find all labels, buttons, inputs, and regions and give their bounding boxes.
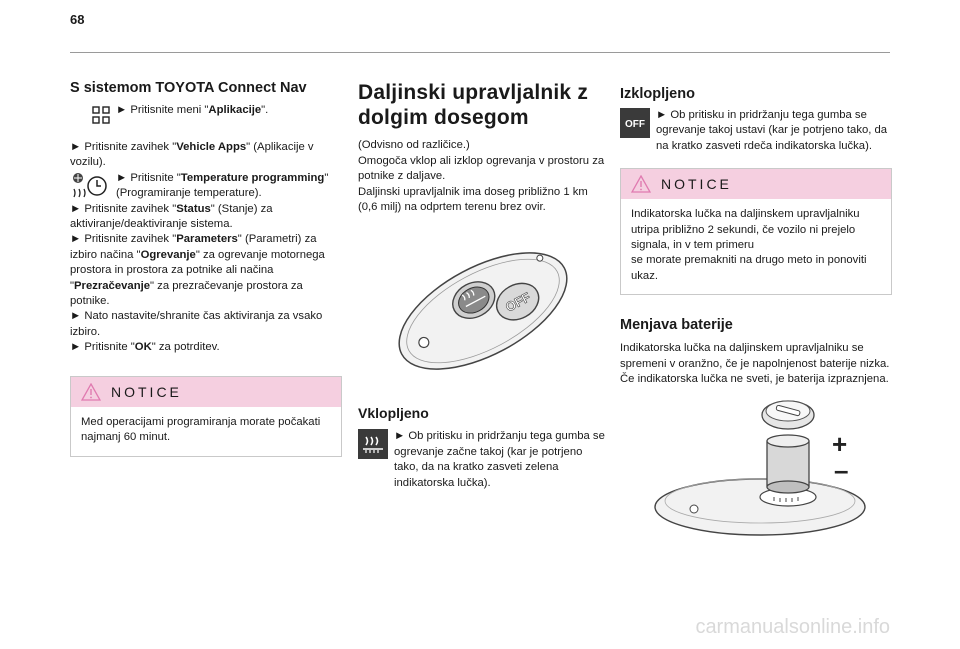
text-c: " (Aplikacije v vozilu). [70,141,314,169]
paragraph-range: Daljinski upravljalnik ima doseg približ… [358,185,588,213]
step-end: ". [261,104,269,116]
column-right: Izklopljeno OFF ► Ob pritisku in pridrža… [620,80,892,537]
step-vehicle-apps: ► Pritisnite zavihek "Vehicle Apps" (Apl… [70,140,342,171]
text-d: Ogrevanje [140,248,196,261]
text-c: " (Stanje) za aktiviranje/deaktiviranje … [70,202,273,231]
step-apps: ► Pritisnite meni "Aplikacije". [92,104,342,124]
text-f: Prezračevanje [74,279,151,292]
text-a: ► Pritisnite " [70,341,135,354]
notice-box-right: NOTICE Indikatorska lučka na daljinskem … [620,168,892,296]
step-arrow: ► [116,104,131,116]
on-description: ► Ob pritisku in pridržanju tega gumba s… [358,429,608,491]
section-heading-battery: Menjava baterije [620,317,733,334]
step-ok: ► Pritisnite "OK" za potrditev. [70,340,342,355]
section-heading-on: Vklopljeno [358,405,429,422]
battery-text-1: Indikatorska lučka na daljinskem upravlj… [620,342,890,370]
section-heading-remote: Daljinski upravljalnik z dolgim dosegom [358,81,589,130]
heating-on-icon [358,429,388,460]
on-text: ► Ob pritisku in pridržanju tega gumba s… [394,430,605,489]
text-a: ► Pritisnite zavihek " [70,141,177,153]
notice-title: NOTICE [111,383,182,400]
paragraph-purpose: Omogoča vklop ali izklop ogrevanja v pro… [358,154,605,183]
page-number: 68 [70,12,85,27]
section-heading-toyota-connect: S sistemom TOYOTA Connect Nav [70,80,307,96]
column-middle: Daljinski upravljalnik z dolgim dosegom … [358,80,608,491]
apps-grid-icon [92,106,110,124]
remote-control-illustration: OFF [398,252,568,371]
plus-sign: + [832,429,847,459]
text-a: ► Pritisnite " [116,171,181,184]
step-status: ► Pritisnite zavihek "Status" (Stanje) z… [70,202,342,233]
warning-triangle-icon [631,175,651,193]
battery-replacement-illustration: + – [654,400,866,537]
text-c: " (Programiranje temperature). [116,171,329,200]
step-text: Pritisnite meni " [130,104,209,116]
notice-box: NOTICE Med operacijami programiranja mor… [70,375,342,457]
notice-text-2: se morate premakniti na drugo meto in po… [631,254,867,282]
step-save-time: ► Nato nastavite/shranite čas aktiviranj… [70,310,323,338]
battery-text-2: Če indikatorska lučka ne sveti, je bater… [620,373,889,386]
off-text: ► Ob pritisku in pridržanju tega gumba s… [656,109,888,152]
step-bold: Aplikacije [208,104,262,116]
paragraph-variant: (Odvisno od različice.) [358,139,470,152]
text-a: ► Pritisnite zavihek " [70,233,177,246]
off-description: OFF ► Ob pritisku in pridržanju tega gum… [620,108,892,154]
text-a: ► Pritisnite zavihek " [70,202,177,215]
notice-text: Indikatorska lučka na daljinskem upravlj… [621,199,891,294]
section-heading-off: Izklopljeno [620,86,695,102]
text-b: Status [176,202,211,215]
text-g: " za prezračevanje prostora za potnike. [70,279,303,308]
text-e: " za ogrevanje motornega prostora in pro… [70,248,325,292]
text-c: " (Parametri) za izbiro načina " [70,233,317,261]
warning-triangle-icon [81,382,101,401]
text-b: Vehicle Apps [176,141,247,153]
notice-title: NOTICE [661,176,732,193]
notice-header: NOTICE [71,376,341,407]
off-icon-label: OFF [625,119,645,130]
top-rule [70,52,890,53]
text-b: Temperature programming [180,171,325,184]
text-b: OK [134,341,152,354]
minus-sign: – [834,455,848,485]
column-left: S sistemom TOYOTA Connect Nav ► Pritisni… [70,80,342,457]
notice-text: Med operacijami programiranja morate poč… [81,415,321,444]
off-button-icon: OFF [620,108,650,138]
notice-header: NOTICE [621,169,891,200]
step-temperature: ► Pritisnite "Temperature programming" (… [70,171,342,202]
step-parameters: ► Pritisnite zavihek "Parameters" (Param… [70,232,342,309]
watermark: carmanualsonline.info [695,616,890,638]
text-b: Parameters [176,233,238,246]
notice-text-1: Indikatorska lučka na daljinskem upravlj… [631,208,860,252]
text-c: " za potrditev. [151,341,220,354]
temperature-programming-icon [73,172,107,198]
